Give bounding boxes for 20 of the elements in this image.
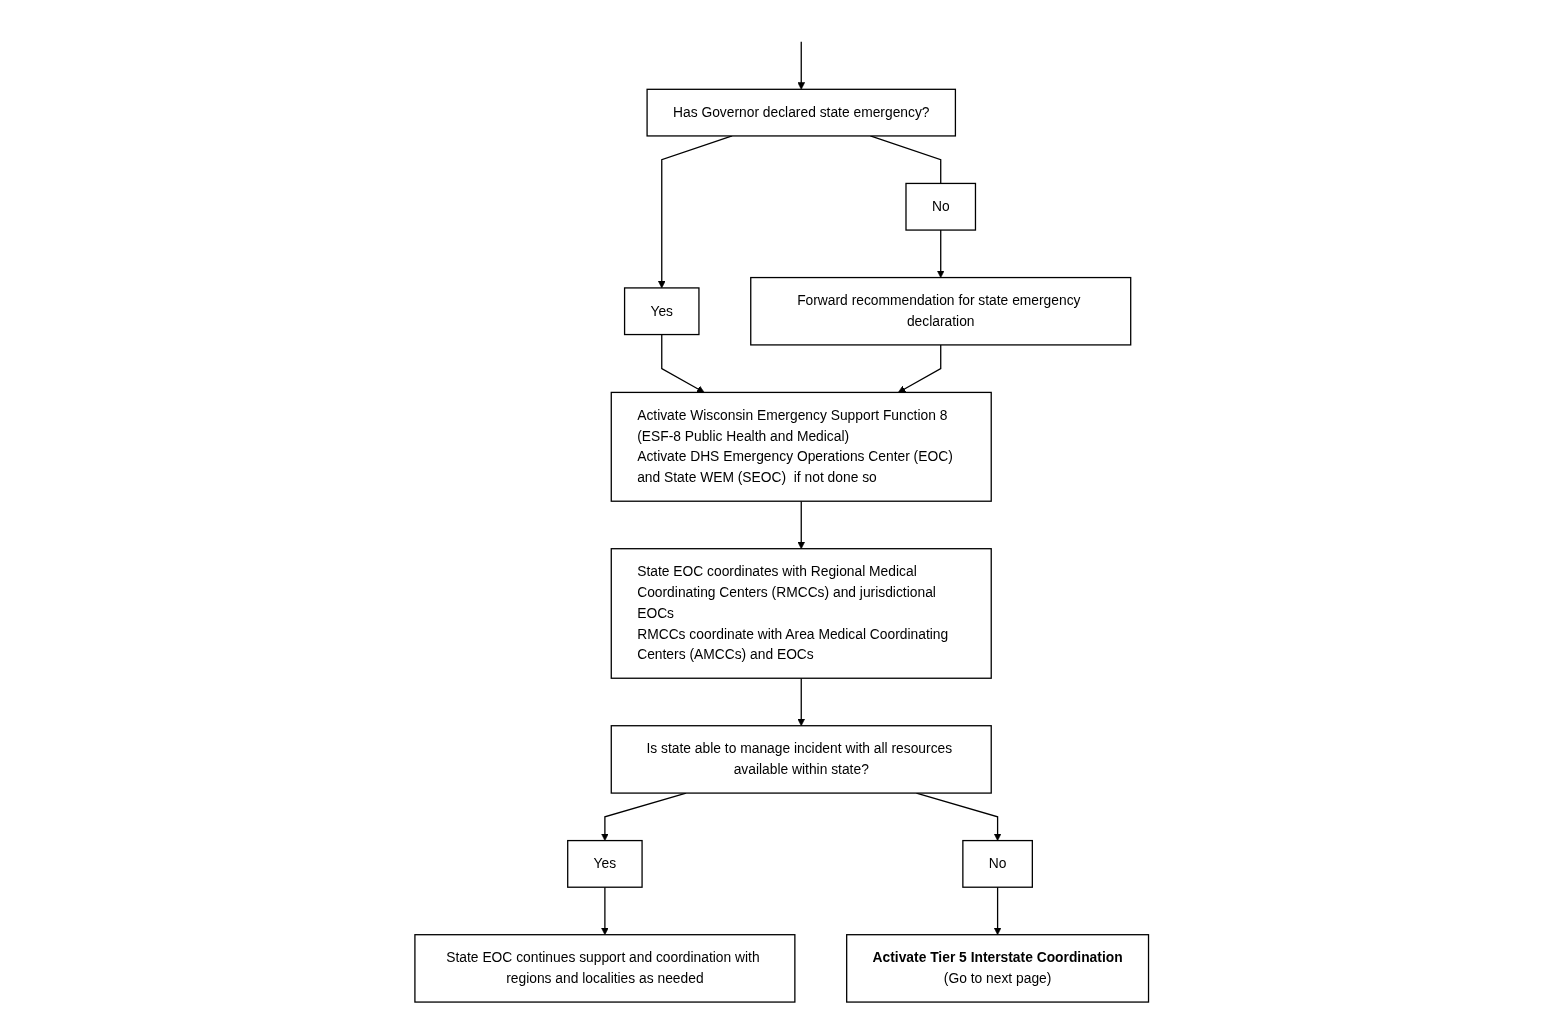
arrow (797, 41, 806, 90)
node-box: Has Governor declared state emergency? (646, 88, 957, 137)
node-box: Yes (567, 839, 643, 888)
node-box: State EOC continues support and coordination with regions and localities as needed (414, 934, 796, 1003)
arrow (898, 344, 942, 393)
arrow (937, 229, 945, 278)
node-box: State EOC coordinates with Regional Medical Coordinating Centers (RMCCs) and jurisdictional EOCs RMCCs coordinate with Area Medical Coordinating Centers (AMCCs) and EOCs (610, 548, 993, 679)
node-box: Yes (624, 287, 700, 336)
arrow (661, 333, 705, 393)
arrow (994, 886, 1002, 936)
arrow (601, 886, 609, 936)
connector (870, 135, 942, 185)
node-box: Is state able to manage incident with all resources available within state? (610, 725, 993, 794)
node-box: Forward recommendation for state emergency declaration (750, 276, 1132, 346)
node-box: No (962, 839, 1034, 888)
arrow (797, 677, 806, 727)
node-box: Activate Tier 5 Interstate Coordination (Go to next page) (846, 934, 1150, 1003)
node-box: No (905, 182, 977, 231)
arrow (797, 500, 806, 550)
node-box: Activate Wisconsin Emergency Support Function 8 (ESF-8 Public Health and Medical) Activate DHS Emergency Operations Center (EOC) and State WEM (SEOC) if not done so (610, 391, 993, 502)
